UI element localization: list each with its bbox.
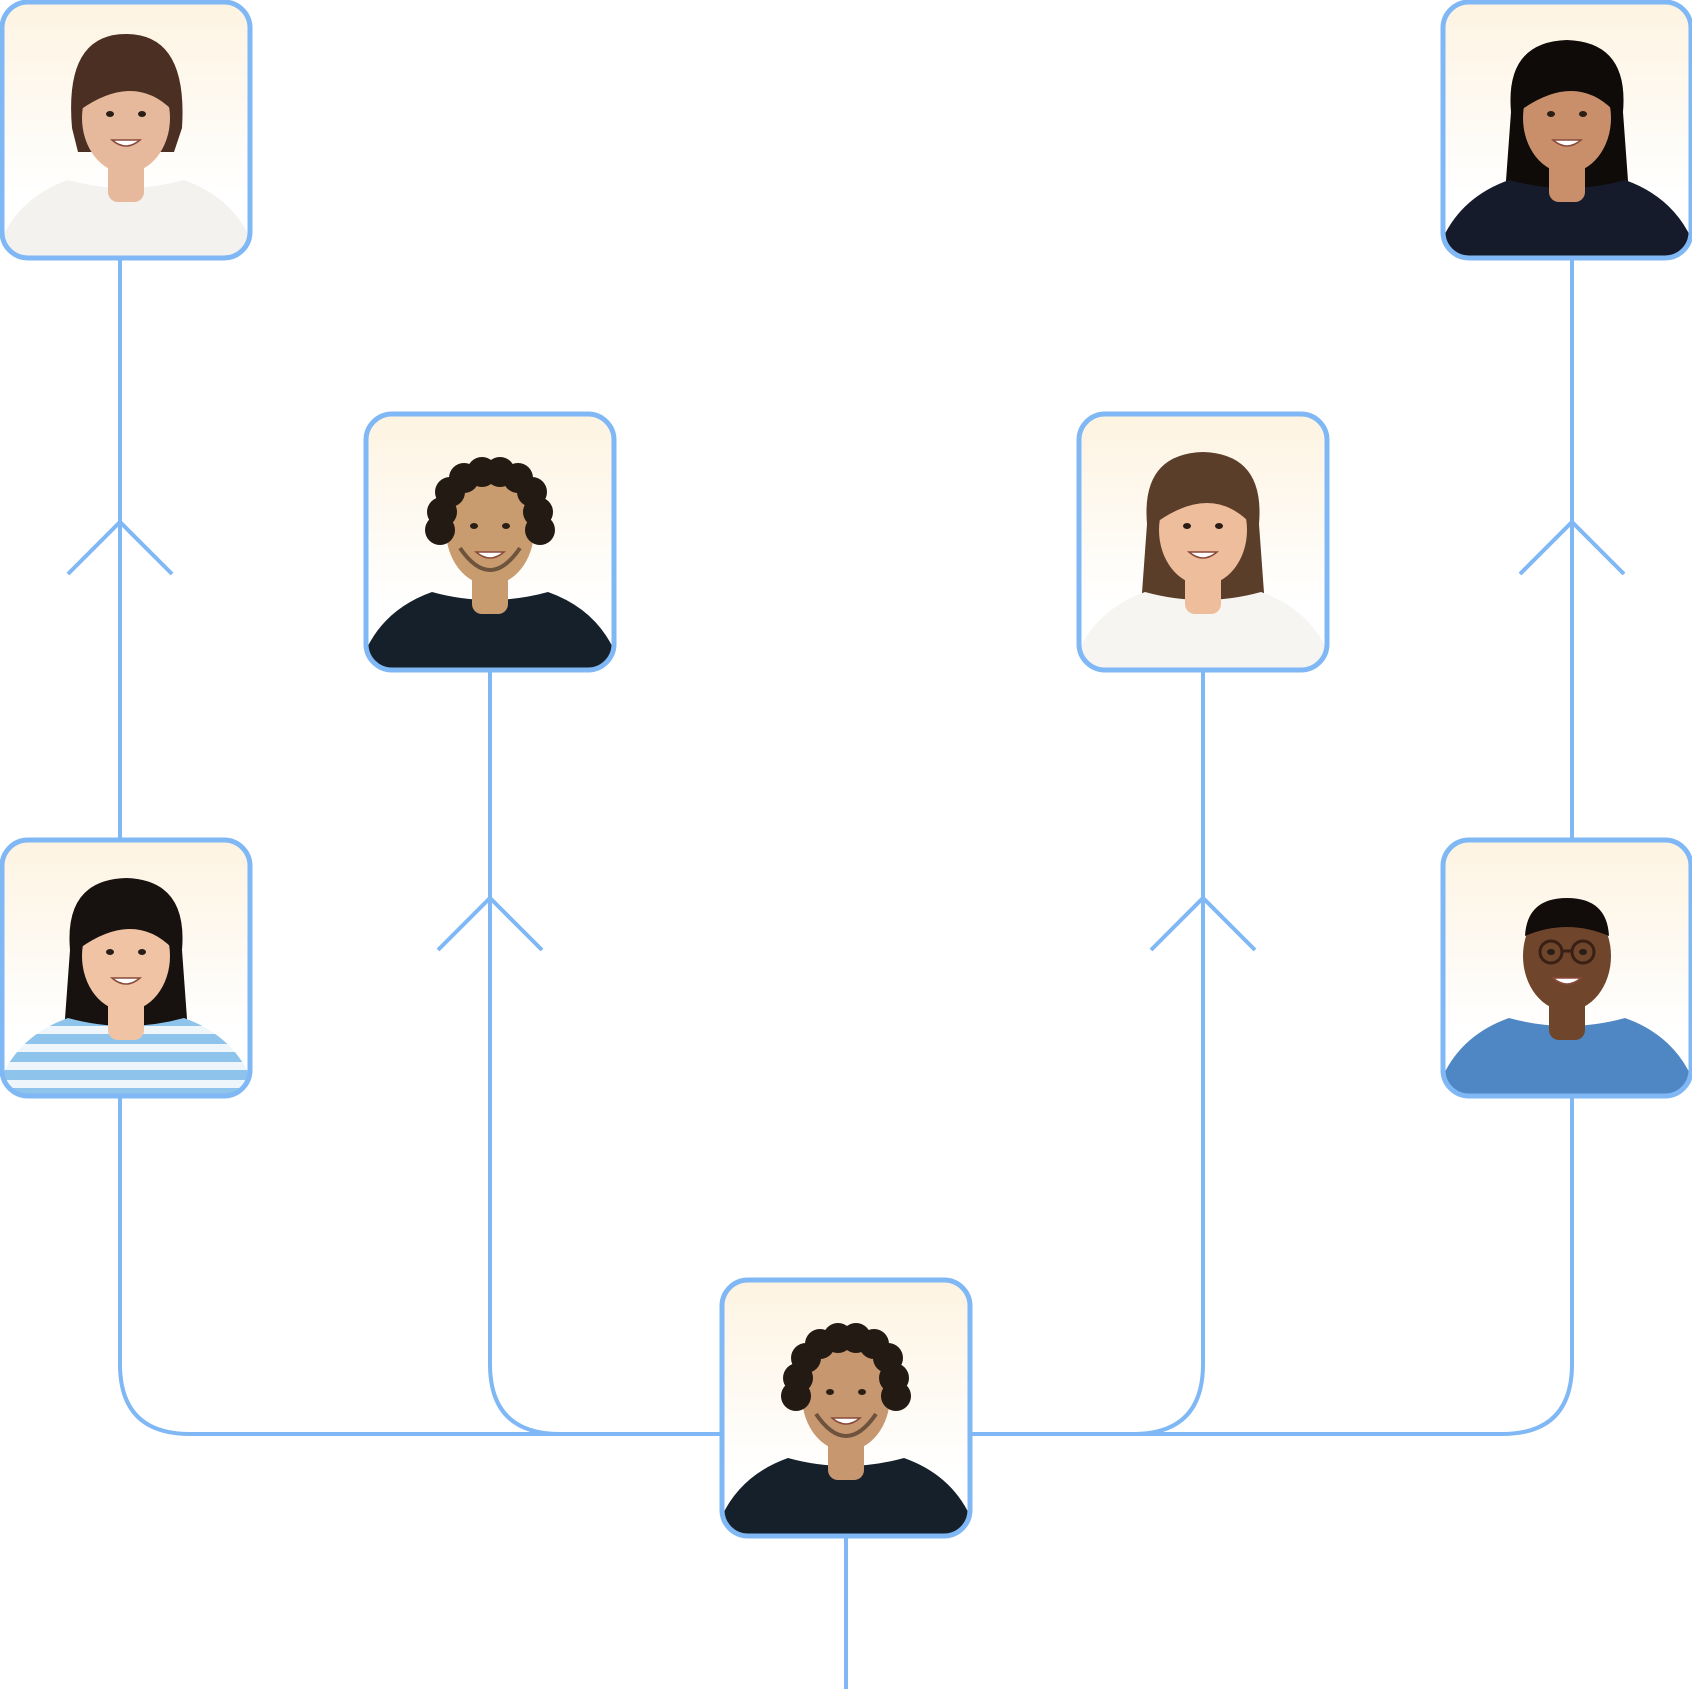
chevron-up-icon [1518, 519, 1626, 576]
person-card-low-left [0, 837, 253, 1099]
connector-root-to-mid-right [970, 670, 1205, 1436]
connector-root-to-low-right [970, 1096, 1574, 1436]
chevron-up-icon [436, 895, 544, 952]
person-card-top-right [1440, 0, 1692, 261]
person-card-root [719, 1277, 973, 1539]
arrow-chevrons [66, 519, 1626, 952]
card-border [1440, 0, 1692, 261]
card-border [1440, 837, 1692, 1099]
card-border [719, 1277, 973, 1539]
person-photo-icon [366, 457, 614, 670]
person-photo-icon [1443, 40, 1691, 258]
person-card-low-right [1440, 837, 1692, 1099]
person-photo-icon [2, 34, 250, 258]
card-border [0, 0, 253, 261]
card-border [363, 411, 617, 673]
connector-root-to-low-left [118, 1096, 722, 1436]
person-card-mid-right [1076, 411, 1330, 673]
person-photo-icon [2, 878, 250, 1096]
person-card-mid-left [363, 411, 617, 673]
chevron-up-icon [66, 519, 174, 576]
person-photo-icon [722, 1323, 970, 1536]
person-photo-icon [1079, 452, 1327, 670]
person-card-top-left [0, 0, 253, 261]
card-border [0, 837, 253, 1099]
connector-lines [118, 256, 1574, 1689]
chevron-up-icon [1149, 895, 1257, 952]
connector-root-to-mid-left [488, 670, 722, 1436]
person-cards [0, 0, 1692, 1539]
card-border [1076, 411, 1330, 673]
person-photo-icon [1443, 898, 1691, 1096]
